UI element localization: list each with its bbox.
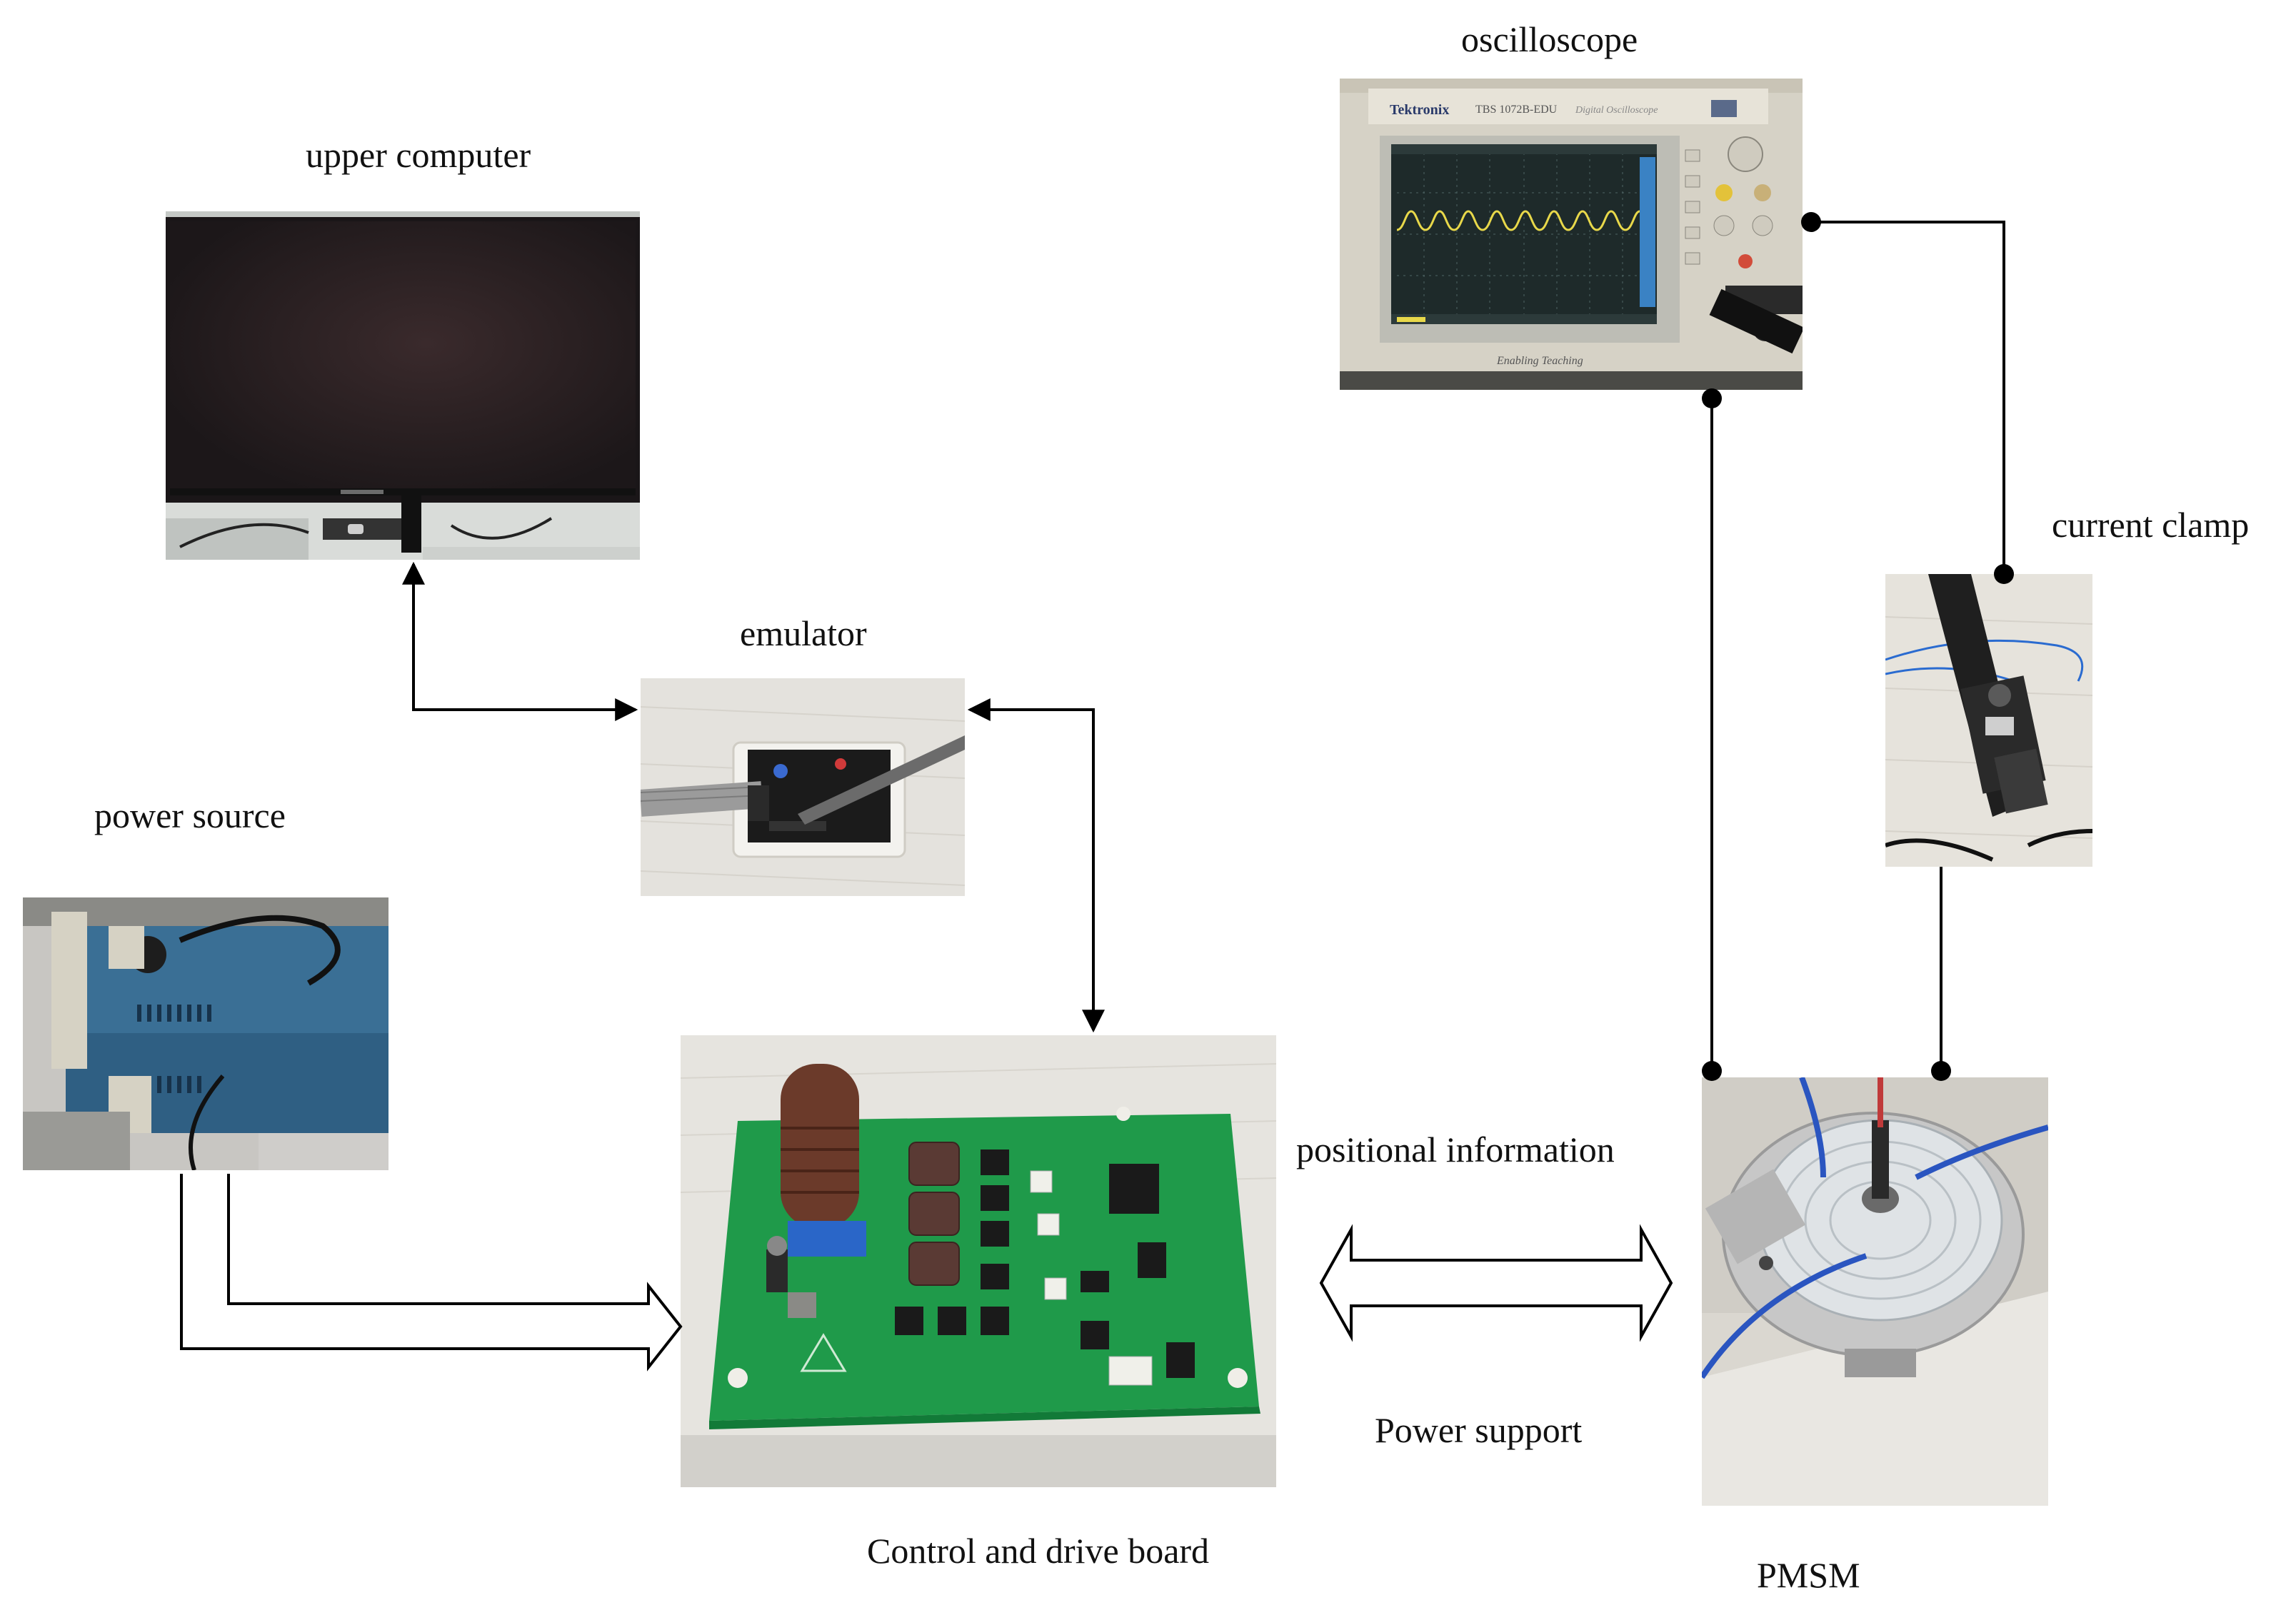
label-upper-computer: upper computer xyxy=(306,135,531,175)
upper-computer-photo xyxy=(166,211,640,560)
label-control-board: Control and drive board xyxy=(867,1531,1210,1571)
link-scope-clamp xyxy=(1811,221,2005,574)
scope-type-text: Digital Oscilloscope xyxy=(1575,105,1658,116)
label-current-clamp: current clamp xyxy=(2052,505,2250,545)
double-arrow-board-pmsm xyxy=(1319,1224,1673,1342)
scope-model-text: TBS 1072B-EDU xyxy=(1475,104,1558,116)
link-emulator-board xyxy=(967,698,1105,1033)
label-emulator: emulator xyxy=(740,613,867,653)
link-computer-emulator xyxy=(402,561,638,721)
node-scope-right xyxy=(1801,212,1821,232)
label-positional-information: positional information xyxy=(1296,1130,1615,1169)
label-power-source: power source xyxy=(94,795,286,835)
node-scope-bottom xyxy=(1702,388,1722,408)
node-clamp-top xyxy=(1994,564,2014,584)
label-pmsm: PMSM xyxy=(1757,1555,1860,1595)
power-source-photo xyxy=(23,897,388,1170)
emulator-photo xyxy=(641,678,965,896)
power-arrow xyxy=(180,1174,683,1372)
oscilloscope-photo: Tektronix TBS 1072B-EDU Digital Oscillos… xyxy=(1340,79,1803,390)
current-clamp-photo xyxy=(1885,574,2092,867)
node-pmsm-right xyxy=(1931,1061,1951,1081)
scope-brand-text: Tektronix xyxy=(1390,102,1449,118)
scope-tagline-text: Enabling Teaching xyxy=(1496,355,1583,367)
pmsm-photo xyxy=(1702,1077,2048,1506)
label-power-support: Power support xyxy=(1375,1410,1583,1450)
control-board-photo xyxy=(681,1035,1276,1487)
node-pmsm-left xyxy=(1702,1061,1722,1081)
label-oscilloscope: oscilloscope xyxy=(1461,19,1638,59)
